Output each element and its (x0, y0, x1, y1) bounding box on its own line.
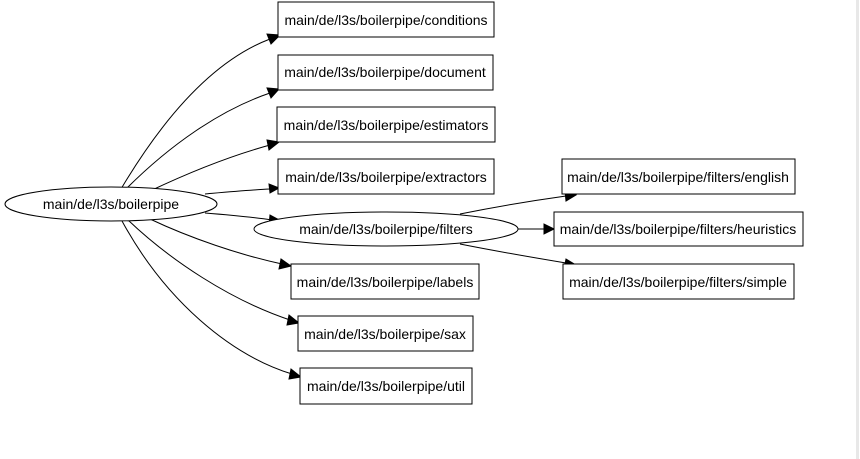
node-box (277, 1, 495, 38)
node-box (290, 263, 480, 300)
node-box (299, 367, 473, 405)
edge-boilerpipe-to-conditions (120, 33, 282, 190)
node-document[interactable]: main/de/l3s/boilerpipe/document (277, 54, 494, 91)
node-ellipse (253, 211, 519, 247)
node-label: main/de/l3s/boilerpipe/labels (297, 274, 474, 290)
node-filters-simple[interactable]: main/de/l3s/boilerpipe/filters/simple (562, 263, 795, 300)
node-labels[interactable]: main/de/l3s/boilerpipe/labels (290, 263, 480, 300)
node-label: main/de/l3s/boilerpipe/filters (299, 221, 473, 237)
node-filters-heuristics[interactable]: main/de/l3s/boilerpipe/filters/heuristic… (553, 211, 804, 247)
node-util[interactable]: main/de/l3s/boilerpipe/util (299, 367, 473, 405)
edge-boilerpipe-to-sax (127, 219, 301, 326)
edge-boilerpipe-to-estimators (149, 139, 281, 192)
node-label: main/de/l3s/boilerpipe/document (284, 64, 486, 80)
node-estimators[interactable]: main/de/l3s/boilerpipe/estimators (276, 106, 496, 143)
node-box (277, 158, 495, 195)
right-edge-divider (856, 0, 859, 459)
node-ellipse (4, 186, 218, 222)
node-box (562, 263, 795, 300)
graph-nodes: main/de/l3s/boilerpipe main/de/l3s/boile… (4, 1, 804, 405)
node-label: main/de/l3s/boilerpipe/extractors (285, 169, 487, 185)
edge-filters-to-heuristics (517, 223, 556, 235)
node-boilerpipe[interactable]: main/de/l3s/boilerpipe (4, 186, 218, 222)
node-filters-english[interactable]: main/de/l3s/boilerpipe/filters/english (561, 158, 796, 195)
node-label: main/de/l3s/boilerpipe (43, 196, 179, 212)
edge-boilerpipe-to-document (125, 87, 281, 190)
node-label: main/de/l3s/boilerpipe/filters/english (567, 169, 789, 185)
node-label: main/de/l3s/boilerpipe/filters/heuristic… (560, 221, 797, 237)
node-label: main/de/l3s/boilerpipe/filters/simple (569, 274, 787, 290)
node-box (297, 315, 474, 352)
edge-boilerpipe-to-labels (149, 218, 293, 270)
node-box (277, 54, 494, 91)
edge-boilerpipe-to-extractors (204, 183, 281, 195)
node-label: main/de/l3s/boilerpipe/conditions (284, 12, 487, 28)
edge-boilerpipe-to-util (121, 220, 303, 380)
node-filters[interactable]: main/de/l3s/boilerpipe/filters (253, 211, 519, 247)
node-box (553, 211, 804, 247)
node-box (561, 158, 796, 195)
node-conditions[interactable]: main/de/l3s/boilerpipe/conditions (277, 1, 495, 38)
node-box (276, 106, 496, 143)
node-extractors[interactable]: main/de/l3s/boilerpipe/extractors (277, 158, 495, 195)
node-sax[interactable]: main/de/l3s/boilerpipe/sax (297, 315, 474, 352)
node-label: main/de/l3s/boilerpipe/util (307, 378, 465, 394)
node-label: main/de/l3s/boilerpipe/sax (304, 326, 466, 342)
node-label: main/de/l3s/boilerpipe/estimators (284, 117, 489, 133)
graph-edges (120, 33, 578, 380)
